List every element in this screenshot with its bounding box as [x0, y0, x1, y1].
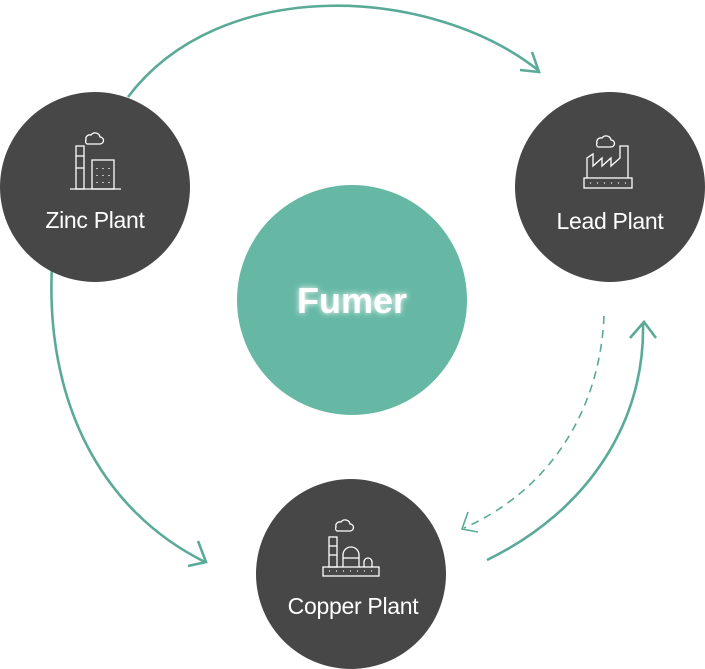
arrow-lead-to-copper-dashed: [460, 315, 605, 533]
arrow-copper-to-lead: [486, 319, 658, 562]
copper-plant-node: Copper Plant: [256, 479, 446, 669]
zinc-factory-icon: [70, 132, 121, 190]
lead-plant-node: Lead Plant: [515, 92, 705, 282]
copper-factory-icon: [322, 519, 380, 577]
lead-factory-icon: [583, 135, 633, 189]
fumer-label: Fumer: [297, 280, 407, 321]
fumer-node: Fumer: [237, 185, 467, 415]
zinc-plant-node: Zinc Plant: [0, 92, 190, 282]
zinc-plant-label: Zinc Plant: [45, 207, 145, 233]
arrow-zinc-to-lead: [126, 4, 541, 98]
copper-plant-label: Copper Plant: [288, 593, 420, 619]
arrow-zinc-to-copper: [50, 264, 208, 568]
lead-plant-label: Lead Plant: [557, 208, 665, 234]
